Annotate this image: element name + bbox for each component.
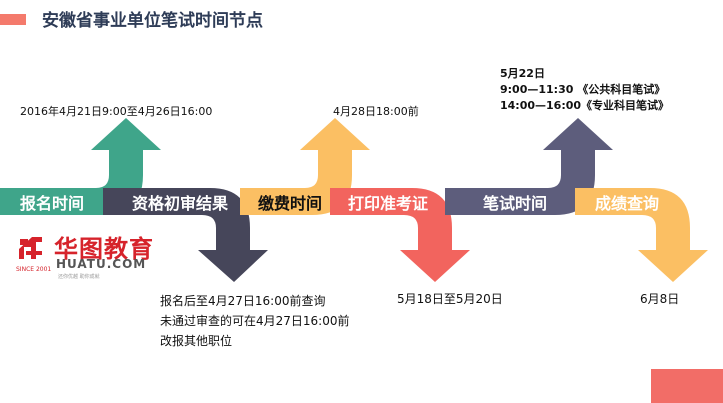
title-accent-bar xyxy=(0,14,26,25)
logo-slogan-text: 还你优越 助你成就 xyxy=(58,274,100,280)
logo-url-text: HUATU.COM xyxy=(56,257,147,271)
stage-5-label: 笔试时间 xyxy=(483,194,547,213)
stage-4-band xyxy=(330,188,470,282)
score-date-text: 6月8日 xyxy=(640,292,680,306)
logo-brand-name: 华图教育 xyxy=(54,235,154,263)
payment-deadline-text: 4月28日18:00前 xyxy=(333,105,419,118)
review-note-line-3: 改报其他职位 xyxy=(160,334,233,348)
stage-2-label: 资格初审结果 xyxy=(132,194,228,213)
exam-specialty-subject-text: 14:00—16:00《专业科目笔试》 xyxy=(500,99,670,112)
admission-date-text: 5月18日至5月20日 xyxy=(397,292,503,306)
stage-6-band xyxy=(575,188,708,282)
signup-date-text: 2016年4月21日9:00至4月26日16:00 xyxy=(20,105,213,118)
review-note-line-2: 未通过审查的可在4月27日16:00前 xyxy=(160,314,350,328)
exam-date-text: 5月22日 xyxy=(500,67,545,80)
exam-public-subject-text: 9:00—11:30 《公共科目笔试》 xyxy=(500,83,666,96)
stage-2-band xyxy=(103,188,268,282)
stage-1-label: 报名时间 xyxy=(20,194,84,213)
corner-accent-block xyxy=(651,369,723,403)
stage-4-label: 打印准考证 xyxy=(348,194,428,213)
review-note-line-1: 报名后至4月27日16:00前查询 xyxy=(160,294,326,308)
huatu-logo-icon xyxy=(16,233,46,263)
stage-3-label: 缴费时间 xyxy=(258,194,322,213)
stage-5-band xyxy=(445,118,613,215)
page-title: 安徽省事业单位笔试时间节点 xyxy=(42,11,263,31)
logo-since-text: SINCE 2001 xyxy=(16,266,52,273)
stage-6-label: 成绩查询 xyxy=(595,194,659,213)
